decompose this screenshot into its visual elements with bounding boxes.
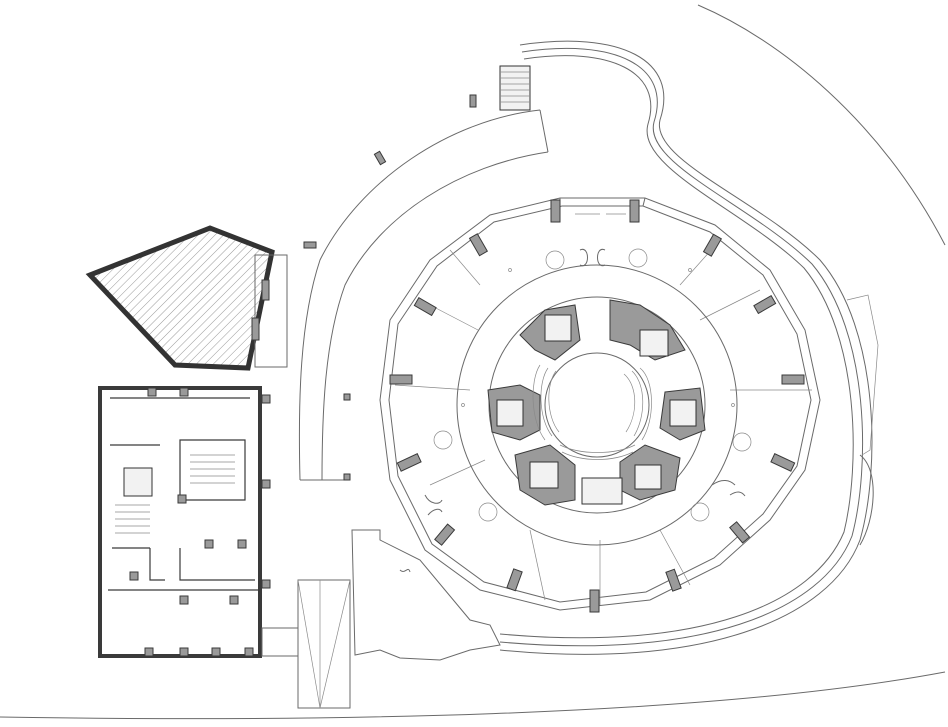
lift-shaft-west	[123, 467, 153, 497]
radial-partitions	[394, 239, 812, 605]
rotunda-core	[487, 299, 706, 506]
outer-terrace	[499, 40, 879, 655]
core-shaft-west	[496, 399, 524, 427]
connector-ramp	[297, 529, 501, 709]
core-shaft-south	[529, 461, 559, 489]
annex-hatched-block	[85, 225, 288, 371]
core-shaft-south-east	[634, 464, 662, 490]
detail-ticks	[461, 213, 735, 407]
spiral-stairs	[433, 248, 752, 522]
core-shaft-east	[669, 399, 697, 427]
rotunda-piers	[389, 199, 805, 613]
core-shaft-north-west	[544, 314, 572, 342]
office-block	[98, 386, 299, 658]
access-ramp	[298, 65, 549, 481]
site-boundary	[0, 4, 946, 720]
core-shaft-north-east	[639, 329, 669, 357]
entrance-doors	[399, 248, 746, 573]
entrance-stair	[499, 65, 531, 111]
